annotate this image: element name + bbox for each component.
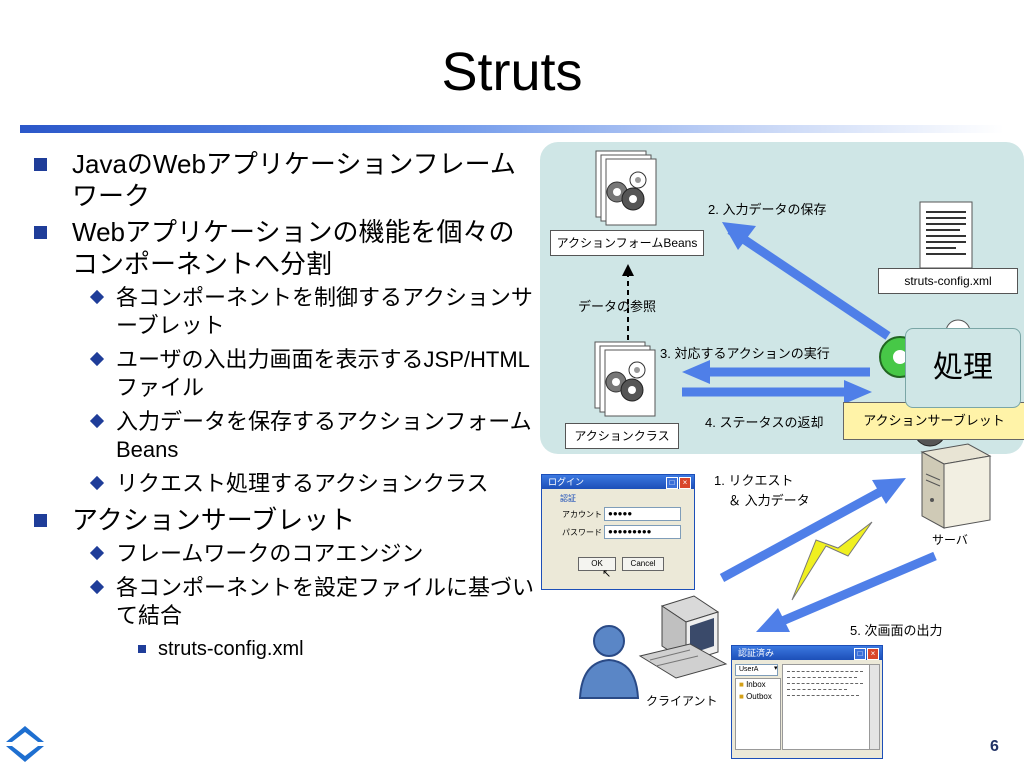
password-label: パスワード: [562, 528, 602, 537]
account-input[interactable]: ●●●●●: [604, 507, 681, 521]
restore-icon[interactable]: □: [854, 648, 866, 660]
login-titlebar: ログイン □ ×: [542, 475, 694, 489]
arrow-next-screen: [778, 551, 937, 627]
data-ref-caption: データの参照: [578, 299, 657, 314]
password-input[interactable]: ●●●●●●●●●: [604, 525, 681, 539]
restore-icon[interactable]: □: [666, 477, 678, 489]
user-avatar-icon: [578, 625, 640, 699]
content-pane: [782, 664, 870, 750]
bullet-level2: 入力データを保存するアクションフォームBeans: [30, 408, 535, 464]
step3-caption: 3. 対応するアクションの実行: [660, 346, 830, 361]
text-line: [787, 695, 859, 698]
folder-item[interactable]: ■ Outbox: [736, 691, 780, 703]
authenticated-titlebar: 認証済み □ ×: [732, 646, 882, 660]
bullet-level2: フレームワークのコアエンジン: [30, 540, 535, 568]
ok-button[interactable]: OK: [578, 557, 616, 571]
close-icon[interactable]: ×: [867, 648, 879, 660]
step1-caption: 1. リクエスト: [714, 473, 794, 488]
bullet-level3: struts-config.xml: [30, 636, 535, 662]
folder-label: Outbox: [746, 692, 772, 701]
vertical-scrollbar[interactable]: [869, 664, 880, 750]
text-line: [787, 677, 857, 680]
cursor-icon: ↖: [602, 568, 612, 580]
folder-tree: ■ Inbox ■ Outbox: [735, 678, 781, 750]
auth-group-label: 認証: [560, 494, 576, 503]
folder-icon: ■: [739, 680, 744, 689]
bullet-level2: リクエスト処理するアクションクラス: [30, 470, 535, 498]
folder-item[interactable]: ■ Inbox: [736, 679, 780, 691]
authenticated-window-title: 認証済み: [738, 648, 775, 658]
page-number: 6: [990, 738, 999, 755]
arrow-save-input: [727, 226, 891, 340]
bullet-level2: ユーザの入出力画面を表示するJSP/HTMLファイル: [30, 346, 535, 402]
step1-caption-input: ＆ 入力データ: [728, 493, 810, 508]
step2-caption: 2. 入力データの保存: [708, 202, 827, 217]
server-icon: [920, 443, 992, 529]
step5-caption: 5. 次画面の出力: [850, 623, 943, 638]
client-caption: クライアント: [646, 694, 718, 708]
slide-title: Struts: [441, 42, 583, 102]
bullet-level2: 各コンポーネントを制御するアクションサーブレット: [30, 284, 535, 340]
text-line: [787, 689, 847, 692]
client-computer-icon: [638, 595, 728, 679]
folder-label: Inbox: [746, 680, 766, 689]
bullet-level1: Webアプリケーションの機能を個々のコンポーネントへ分割: [30, 216, 535, 280]
document-icon: [919, 201, 973, 269]
close-icon[interactable]: ×: [679, 477, 691, 489]
login-window: ログイン □ × 認証 アカウント ●●●●● パスワード ●●●●●●●●● …: [541, 474, 695, 590]
text-line: [787, 683, 863, 686]
arrow-request: [719, 488, 883, 582]
text-line: [787, 671, 863, 674]
title-rule: [20, 125, 1004, 133]
account-label: アカウント: [562, 510, 602, 519]
bullet-level1: アクションサーブレット: [30, 504, 535, 536]
step4-caption: 4. ステータスの返却: [705, 415, 824, 430]
user-select[interactable]: UserA: [735, 664, 778, 676]
action-class-label: アクションクラス: [565, 423, 679, 449]
struts-config-label: struts-config.xml: [878, 268, 1018, 294]
chevron-down-icon[interactable]: ▾: [774, 665, 778, 672]
login-window-title: ログイン: [548, 477, 585, 487]
gears-icon: [605, 361, 646, 402]
cancel-button[interactable]: Cancel: [622, 557, 664, 571]
authenticated-window: 認証済み □ × UserA ▾ ■ Inbox ■ Outbox: [731, 645, 883, 759]
company-logo: [6, 726, 44, 762]
processing-callout: 処理: [905, 328, 1021, 408]
lightning-icon: [791, 521, 873, 601]
action-form-beans-label: アクションフォームBeans: [550, 230, 704, 256]
bullet-level2: 各コンポーネントを設定ファイルに基づいて結合: [30, 574, 535, 630]
server-caption: サーバ: [932, 533, 968, 547]
gears-icon: [606, 171, 647, 211]
bullet-level1: JavaのWebアプリケーションフレームワーク: [30, 148, 535, 212]
action-servlet-label: アクションサーブレット: [843, 402, 1024, 440]
folder-icon: ■: [739, 692, 744, 701]
